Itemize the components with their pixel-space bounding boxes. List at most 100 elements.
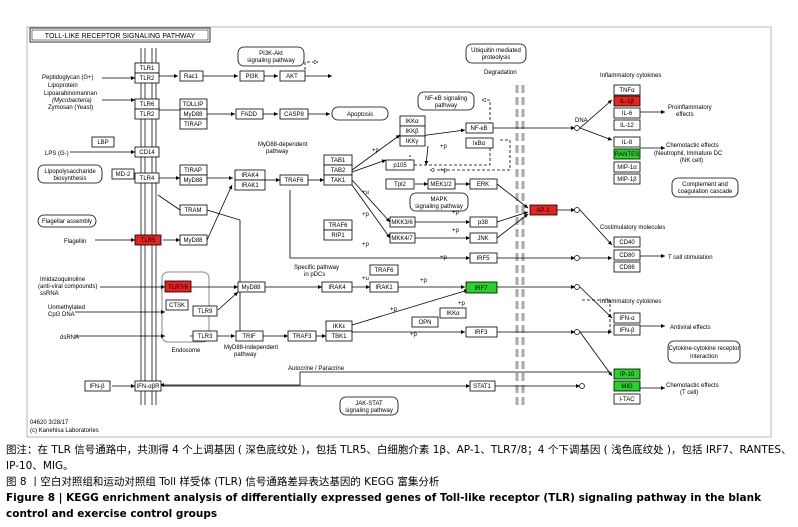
gene-tlr5[interactable]: TLR5 xyxy=(134,234,162,246)
gene-irak4-b[interactable]: IRAK4 xyxy=(321,281,353,293)
gene-ifnb[interactable]: IFN-β xyxy=(613,324,641,336)
gene-casp8[interactable]: CASP8 xyxy=(279,108,309,120)
gene-ikkb[interactable]: IKKβ xyxy=(399,125,426,137)
svg-text:AP-1: AP-1 xyxy=(536,208,550,214)
gene-rac1[interactable]: Rac1 xyxy=(179,70,204,82)
gene-irak4-a[interactable]: IRAK4 xyxy=(234,169,266,181)
gene-irf7[interactable]: IRF7 xyxy=(465,281,498,294)
gene-tlr6[interactable]: TLR6 xyxy=(134,98,160,110)
svg-text:LBP: LBP xyxy=(97,140,108,146)
gene-akt[interactable]: AKT xyxy=(279,70,306,82)
svg-text:Inflammatory cytokines: Inflammatory cytokines xyxy=(600,73,661,79)
gene-mip1a[interactable]: MIP-1α xyxy=(613,161,641,173)
gene-il1b[interactable]: IL-1β xyxy=(613,95,641,107)
gene-jnk[interactable]: JNK xyxy=(469,232,498,244)
gene-lbp[interactable]: LBP xyxy=(91,136,115,148)
gene-mkk36[interactable]: MKK3/6 xyxy=(389,216,416,228)
gene-ikkg[interactable]: IKKγ xyxy=(399,135,426,147)
gene-tirap-b[interactable]: TIRAP xyxy=(179,164,208,176)
gene-p105[interactable]: p105 xyxy=(385,159,415,171)
gene-ifnb-input[interactable]: IFN-β xyxy=(84,380,111,392)
gene-ip10[interactable]: IP-10 xyxy=(613,368,641,380)
svg-text:IFN-β: IFN-β xyxy=(619,328,635,334)
gene-traf3[interactable]: TRAF3 xyxy=(287,330,317,342)
gene-tollip[interactable]: TOLLIP xyxy=(179,98,208,110)
gene-tlr2-b[interactable]: TLR2 xyxy=(134,108,160,120)
gene-tlr1[interactable]: TLR1 xyxy=(134,62,160,74)
gene-tram[interactable]: TRAM xyxy=(179,204,208,216)
gene-tlr4[interactable]: TLR4 xyxy=(134,172,160,184)
gene-il12[interactable]: IL-12 xyxy=(613,119,641,131)
gene-ap1[interactable]: AP-1 xyxy=(529,204,558,216)
gene-pi3k[interactable]: PI3K xyxy=(239,70,265,82)
gene-tab2[interactable]: TAB2 xyxy=(323,164,353,176)
gene-myd88-c[interactable]: MyD88 xyxy=(179,234,208,246)
gene-il8[interactable]: IL-8 xyxy=(613,136,641,148)
gene-irak1-a[interactable]: IRAK1 xyxy=(234,179,266,191)
gene-stat1[interactable]: STAT1 xyxy=(469,380,496,392)
gene-tlr7-8[interactable]: TLR7/8 xyxy=(164,280,192,293)
gene-myd88-a[interactable]: MyD88 xyxy=(179,108,208,120)
svg-text:TLR4: TLR4 xyxy=(140,176,155,182)
gene-mek12[interactable]: MEK1/2 xyxy=(427,178,456,190)
gene-tbk1[interactable]: TBK1 xyxy=(325,330,353,342)
gene-myd88-b[interactable]: MyD88 xyxy=(179,174,208,186)
gene-cd14[interactable]: CD14 xyxy=(134,146,160,158)
gene-traf6-b[interactable]: TRAF6 xyxy=(323,219,353,231)
link-flagellar-assembly[interactable]: Flagellar assembly xyxy=(37,214,97,228)
svg-text:I-TAC: I-TAC xyxy=(619,397,635,403)
gene-ctsk[interactable]: CTSK xyxy=(165,299,189,311)
svg-text:(anti-viral compounds): (anti-viral compounds) xyxy=(38,284,97,290)
link-apoptosis[interactable]: Apoptosis xyxy=(331,106,389,121)
gene-erk[interactable]: ERK xyxy=(469,178,498,190)
svg-text:(c) Kanehisa Laboratories: (c) Kanehisa Laboratories xyxy=(30,428,99,434)
gene-mip1b[interactable]: MIP-1β xyxy=(613,173,641,185)
gene-opn[interactable]: OPN xyxy=(411,316,439,328)
gene-md2[interactable]: MD-2 xyxy=(111,168,135,180)
gene-rip1[interactable]: RIP1 xyxy=(323,229,353,241)
gene-tlr2[interactable]: TLR2 xyxy=(134,72,160,84)
svg-text:RIP1: RIP1 xyxy=(331,233,345,239)
gene-mig[interactable]: MIG xyxy=(613,380,641,392)
gene-irf3[interactable]: IRF3 xyxy=(465,326,498,338)
gene-mkk47[interactable]: MKK4/7 xyxy=(389,232,416,244)
gene-rantes[interactable]: RANTES xyxy=(613,148,641,160)
gene-cd40[interactable]: CD40 xyxy=(613,236,641,248)
gene-tpl2[interactable]: Tpl2 xyxy=(385,178,415,190)
gene-cd80[interactable]: CD80 xyxy=(613,249,641,261)
gene-nfkb[interactable]: NF-κB xyxy=(465,122,494,134)
gene-ikka-2[interactable]: IKKα xyxy=(439,307,467,319)
gene-myd88-d[interactable]: MyD88 xyxy=(237,281,266,293)
gene-ikke[interactable]: IKKε xyxy=(325,320,353,332)
gene-tnfa[interactable]: TNFα xyxy=(613,84,641,96)
gene-trif[interactable]: TRIF xyxy=(235,330,264,342)
gene-tak1[interactable]: TAK1 xyxy=(323,174,353,186)
gene-irak1-b[interactable]: IRAK1 xyxy=(369,281,399,293)
gene-tab1[interactable]: TAB1 xyxy=(323,154,353,166)
svg-text:TAB1: TAB1 xyxy=(331,158,346,164)
gene-fadd[interactable]: FADD xyxy=(235,108,264,120)
gene-tlr9[interactable]: TLR9 xyxy=(192,305,218,317)
gene-tlr3[interactable]: TLR3 xyxy=(192,330,218,342)
gene-il6[interactable]: IL-6 xyxy=(613,107,641,119)
gene-ifna[interactable]: IFN-α xyxy=(613,312,641,324)
gene-ikka[interactable]: IKKα xyxy=(399,115,426,127)
svg-text:TRAF6: TRAF6 xyxy=(374,268,394,274)
gene-p38[interactable]: p38 xyxy=(469,216,498,228)
gene-tirap-a[interactable]: TIRAP xyxy=(179,118,208,130)
gene-itac[interactable]: I-TAC xyxy=(613,393,641,405)
gene-cd86[interactable]: CD86 xyxy=(613,261,641,273)
gene-traf6-a[interactable]: TRAF6 xyxy=(279,174,309,186)
gene-ikba[interactable]: IκBα xyxy=(465,137,494,149)
gene-traf6-c[interactable]: TRAF6 xyxy=(369,264,399,276)
gene-ifnar[interactable]: IFN-αβR xyxy=(134,380,162,392)
gene-irf5[interactable]: IRF5 xyxy=(469,252,498,264)
